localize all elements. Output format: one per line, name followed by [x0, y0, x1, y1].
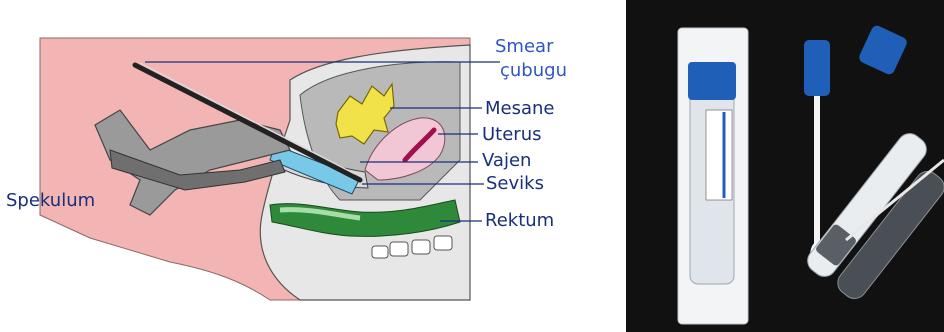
swab-kit-photo	[626, 0, 944, 332]
pap-smear-anatomy-diagram: Smear çubugu Mesane Uterus Vajen Seviks …	[0, 0, 600, 332]
swab-cap	[804, 40, 830, 96]
label-smear-stick: çubugu	[500, 60, 567, 81]
label-speculum: Spekulum	[6, 190, 95, 211]
package-label	[706, 110, 732, 200]
swab-stick	[814, 96, 820, 246]
label-uterus: Uterus	[482, 124, 542, 145]
label-vagina: Vajen	[482, 150, 531, 171]
label-cervix: Seviks	[486, 173, 544, 194]
label-rectum: Rektum	[485, 210, 554, 231]
label-bladder: Mesane	[485, 98, 555, 119]
label-smear: Smear	[495, 36, 554, 57]
package-cap	[688, 62, 736, 100]
